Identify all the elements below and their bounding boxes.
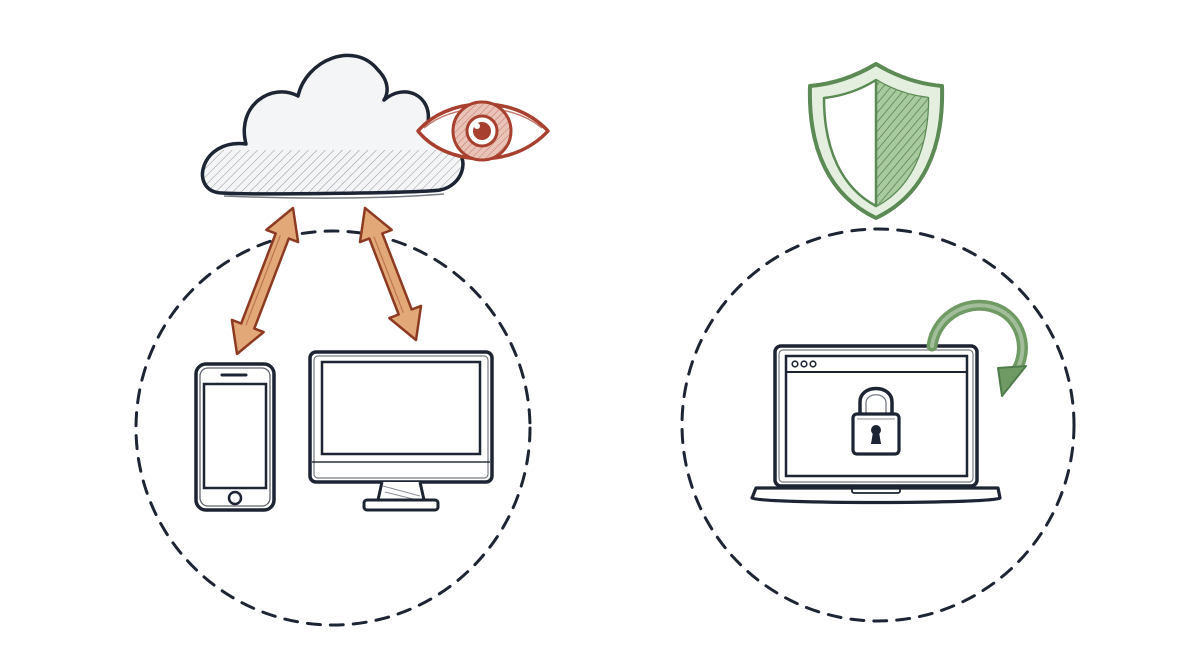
arrow-shape <box>230 206 300 356</box>
right-dashed-boundary <box>680 227 1076 623</box>
padlock-icon <box>851 386 901 456</box>
arrow-shading <box>373 236 404 313</box>
bidirectional-arrow-icon <box>358 206 423 342</box>
bidirectional-arrow-icon <box>230 206 300 356</box>
left-group <box>134 53 550 627</box>
smartphone-icon <box>194 362 276 512</box>
arrow-shape <box>358 206 423 342</box>
cloud-icon <box>200 53 465 199</box>
desktop-monitor-icon <box>308 350 494 512</box>
right-group <box>680 62 1076 623</box>
arrow-shading <box>245 235 281 326</box>
shield-icon <box>807 62 945 220</box>
circular-arrow-icon <box>926 299 1028 397</box>
laptop-icon <box>750 344 1002 505</box>
left-dashed-boundary <box>134 229 532 627</box>
eye-icon <box>416 100 550 162</box>
